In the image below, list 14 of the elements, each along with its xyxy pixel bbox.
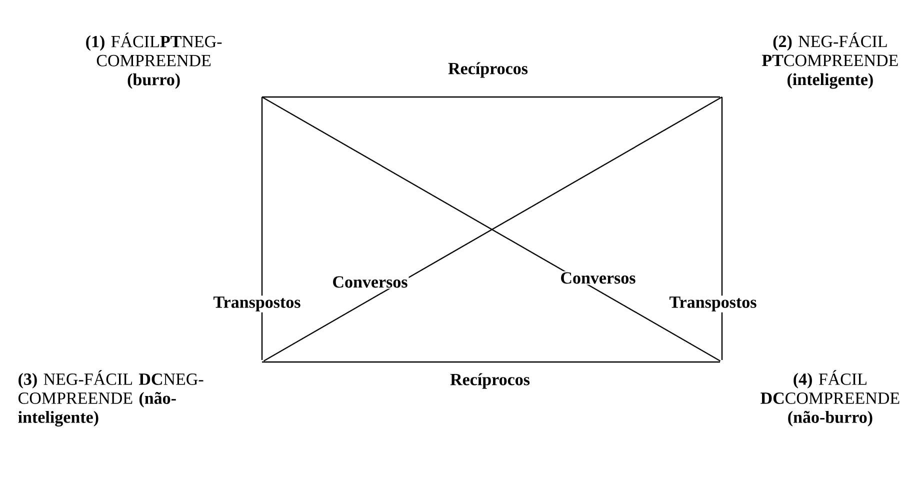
corner-label: (1) FÁCILPTNEG- COMPREENDE (burro) — [86, 32, 222, 89]
edge-label: Conversos — [559, 271, 637, 285]
corner-label: (3) NEG-FÁCIL DCNEG- COMPREENDE (não- inteligente) — [18, 370, 204, 427]
connector-line — [262, 96, 720, 98]
edge-label: Recíprocos — [449, 372, 531, 390]
edge-label: Recíprocos — [447, 61, 529, 79]
corner-label: (2) NEG-FÁCIL PTCOMPREENDE (inteligente) — [762, 32, 898, 89]
edge-label: Transpostos — [668, 296, 758, 312]
edge-label: Conversos — [331, 275, 409, 289]
connector-line — [261, 97, 263, 360]
corner-label: (4) FÁCIL DCCOMPREENDE (não-burro) — [760, 370, 900, 426]
connector-line — [262, 361, 720, 363]
connector-line — [721, 97, 723, 360]
edge-label: Transpostos — [212, 296, 302, 312]
